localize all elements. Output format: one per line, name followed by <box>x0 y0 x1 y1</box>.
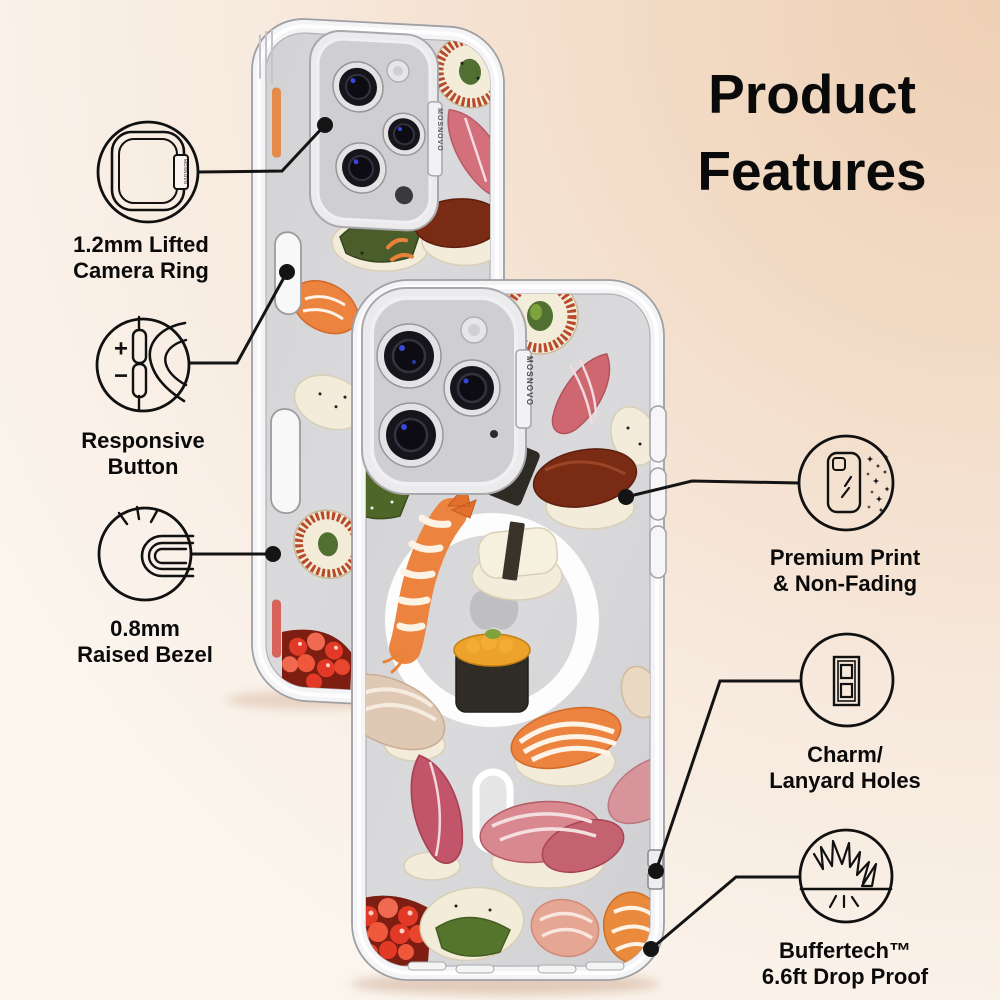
callout-line-premium-print <box>625 479 800 499</box>
feature-label-line: Responsive <box>81 428 205 453</box>
feature-label-line: Buffertech™ <box>778 938 911 963</box>
sushi-shrimp-bits <box>386 237 414 262</box>
phone-case-front: MOSNOVO <box>351 279 667 981</box>
sushi-edge-sliver-red <box>272 599 281 658</box>
minus-glyph: − <box>114 363 128 390</box>
brand-tab-front: MOSNOVO <box>515 349 534 429</box>
responsive-button-icon: + − <box>95 315 191 413</box>
camera-lens <box>376 323 442 389</box>
callout-line-lanyard-holes <box>654 679 801 872</box>
sushi-tuna-sashimi <box>431 98 490 204</box>
feature-label-line: Charm/ <box>807 742 883 767</box>
raised-bezel-icon <box>97 505 195 602</box>
sushi-red-tuna-sashimi <box>396 747 476 881</box>
side-buttons-front <box>649 405 667 579</box>
sushi-salmon-nigiri <box>510 706 622 787</box>
lanyard-holes-icon <box>799 632 895 728</box>
feature-label-line: 0.8mm <box>110 616 180 641</box>
callout-line-camera-ring <box>197 123 327 174</box>
sushi-dark-maroon-nigiri <box>532 448 638 530</box>
callout-line-responsive-button <box>190 271 289 365</box>
sushi-rice-bit <box>610 406 650 466</box>
premium-print-icon <box>797 434 895 532</box>
sushi-pink-sashimi <box>607 755 650 825</box>
feature-label-line: 1.2mm Lifted <box>73 232 209 257</box>
feature-label-line: & Non-Fading <box>772 571 918 596</box>
camera-lens <box>443 359 501 417</box>
feature-label-premium-print: Premium Print & Non-Fading <box>735 545 955 597</box>
camera-mic <box>490 430 498 438</box>
camera-lens <box>332 61 384 113</box>
sushi-ikura <box>282 629 352 697</box>
feature-label-line: Premium Print <box>769 545 921 570</box>
feature-label-line: Raised Bezel <box>77 642 213 667</box>
feature-label-line: Lanyard Holes <box>769 768 921 793</box>
sushi-beige-fan <box>620 665 650 719</box>
sushi-tan-sashimi <box>366 673 446 762</box>
callout-dots <box>265 117 664 957</box>
brand-text: MOSNOVO <box>525 356 534 406</box>
camera-module-back: MOSNOVO <box>309 29 443 232</box>
feature-label-lanyard-holes: Charm/ Lanyard Holes <box>735 742 955 794</box>
camera-module-front: MOSNOVO <box>361 287 534 495</box>
feature-label-line: 6.6ft Drop Proof <box>761 964 929 989</box>
bottom-slots <box>407 961 625 974</box>
corner-grip <box>259 29 273 84</box>
camera-lens <box>335 142 387 194</box>
feature-label-drop-proof: Buffertech™ 6.6ft Drop Proof <box>735 938 955 990</box>
page-title: Product Features <box>650 56 974 210</box>
camera-lens <box>378 402 444 468</box>
sushi-print-front <box>366 294 650 966</box>
sushi-pale-salmon <box>530 898 600 958</box>
sushi-tuna-sashimi <box>543 343 623 444</box>
feature-label-camera-ring: 1.2mm Lifted Camera Ring <box>31 232 251 284</box>
camera-lens <box>382 112 426 157</box>
feature-label-raised-bezel: 0.8mm Raised Bezel <box>35 616 255 668</box>
sushi-tamago-nigiri <box>471 521 563 601</box>
brand-text: MOSNOVO <box>183 159 188 185</box>
page-title-line2: Features <box>697 140 927 202</box>
feature-label-line: Button <box>107 454 179 479</box>
brand-text: MOSNOVO <box>436 108 443 152</box>
camera-sensor <box>395 186 413 205</box>
drop-proof-icon <box>798 828 894 924</box>
callout-line-drop-proof <box>650 875 800 951</box>
page-title-line1: Product <box>708 63 916 125</box>
camera-ring-icon: MOSNOVO <box>96 120 200 224</box>
sparkle-stars <box>866 454 890 513</box>
plus-glyph: + <box>114 336 128 363</box>
power-button <box>270 408 301 515</box>
brand-tab-back: MOSNOVO <box>427 100 443 177</box>
sushi-edge-sliver-orange <box>272 87 281 158</box>
callout-lines <box>190 123 801 951</box>
sushi-rice-green-roll <box>419 886 525 962</box>
sushi-tuna-nigiri <box>479 800 625 889</box>
feature-label-responsive-button: Responsive Button <box>33 428 253 480</box>
sushi-uni-gunkan <box>453 629 531 713</box>
feature-label-line: Camera Ring <box>73 258 209 283</box>
